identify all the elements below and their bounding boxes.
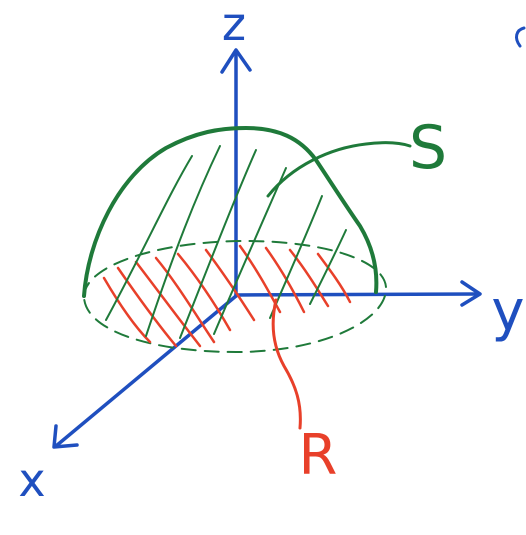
hatch-line (134, 260, 202, 348)
edge-mark (515, 26, 526, 48)
hatch-line (154, 256, 216, 344)
region-hatching (102, 244, 352, 348)
dome-meridian (145, 145, 221, 337)
y-axis-line (234, 292, 480, 297)
dome-meridian (179, 149, 257, 339)
region-pointer (271, 298, 302, 430)
axes (52, 48, 482, 449)
y-axis-label: y (491, 279, 524, 344)
z-axis-label: z (222, 0, 246, 51)
z-axis-arrowhead (220, 48, 252, 74)
base-ellipse (83, 239, 388, 353)
y-axis-arrowhead (460, 280, 482, 307)
x-axis-label: x (18, 453, 45, 507)
region-label: R (299, 423, 338, 488)
dome-meridian (309, 229, 347, 305)
hatch-line (288, 248, 330, 308)
surface-label: S (409, 113, 447, 183)
hatch-line (264, 246, 306, 314)
hatch-line (116, 266, 178, 348)
dome-outline (82, 126, 379, 298)
hatch-line (204, 248, 256, 322)
hatch-line (102, 276, 152, 344)
base-ellipse-outline (83, 239, 388, 353)
hatch-line (316, 252, 352, 304)
hatch-line (238, 244, 282, 314)
hatch-line (176, 252, 232, 332)
dome-meridian (105, 155, 193, 321)
surface-dome (82, 126, 412, 339)
surface-pointer (266, 141, 412, 198)
x-axis-line (54, 294, 238, 448)
dome-meridian (269, 195, 323, 319)
x-axis-arrowhead (52, 424, 79, 449)
